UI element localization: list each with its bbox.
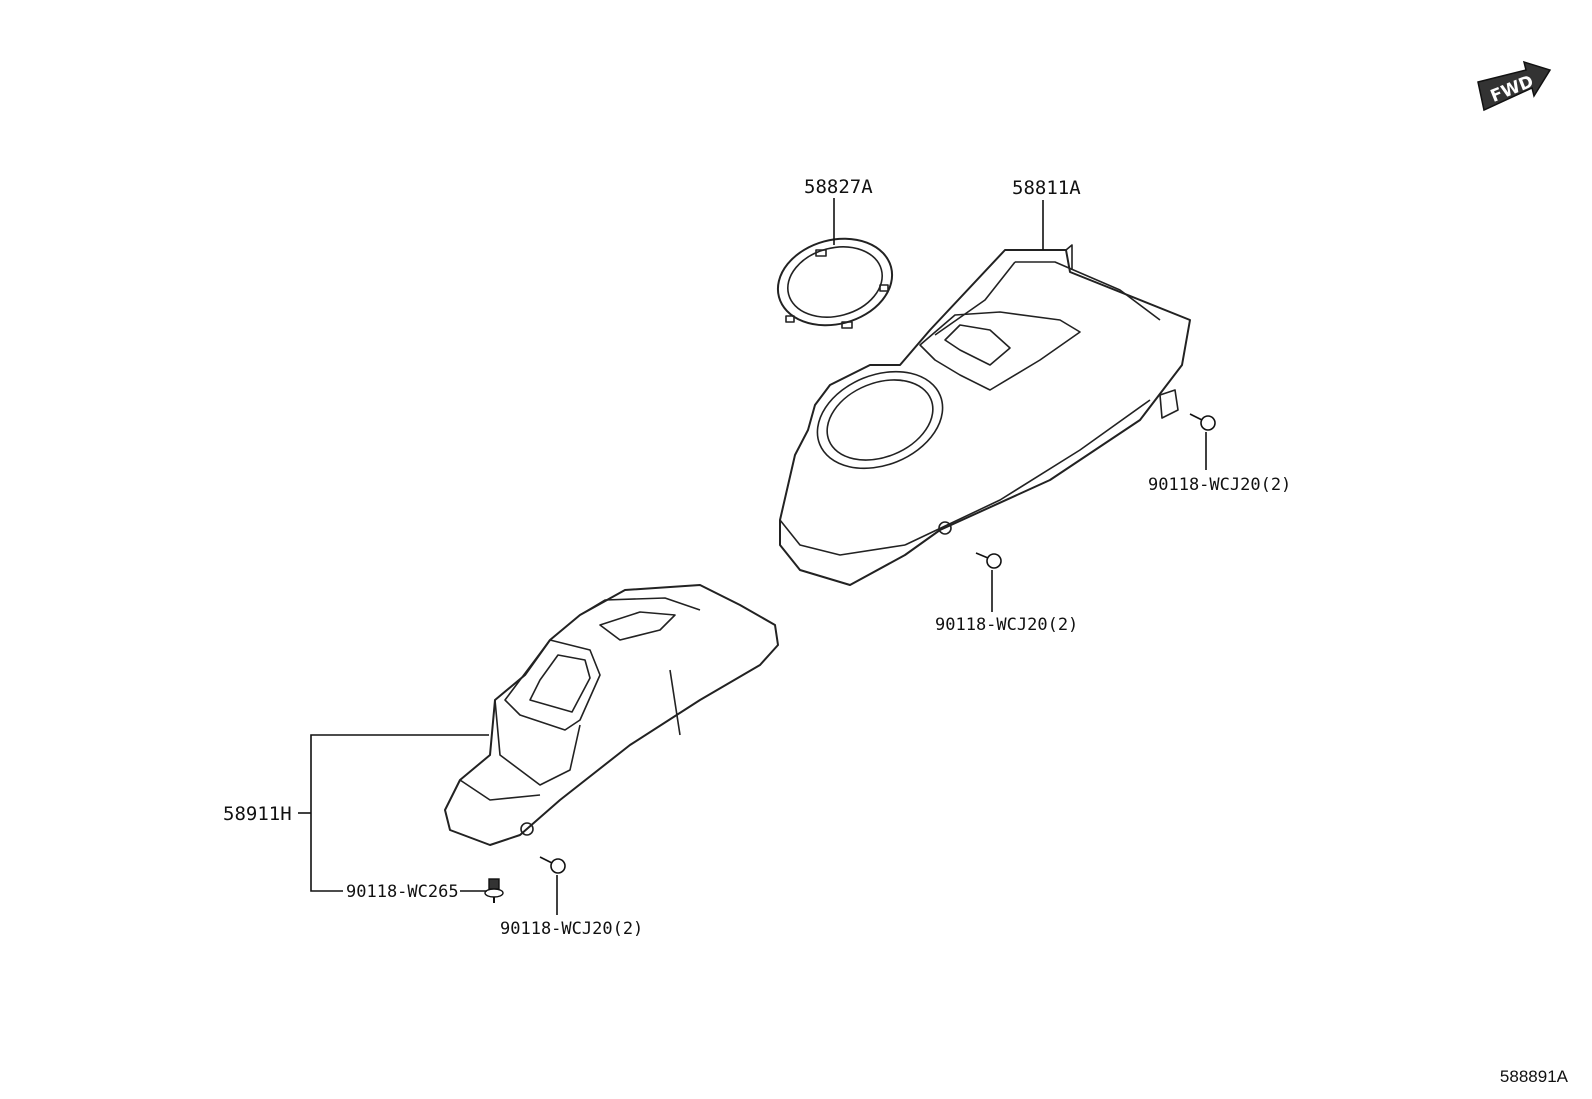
label-screw-right: 90118-WCJ20(2) (1148, 475, 1291, 495)
fwd-arrow-icon: FWD (1477, 60, 1552, 112)
screw-lower-icon (539, 856, 566, 874)
console-58811A (779, 244, 1191, 586)
label-58827A: 58827A (804, 176, 873, 198)
screw-center-icon (975, 552, 1002, 569)
console-58911H (444, 584, 779, 846)
ring-58827A (776, 237, 894, 329)
label-58811A: 58811A (1012, 177, 1081, 199)
screw-right-icon (1189, 413, 1216, 431)
label-58911H: 58911H (223, 803, 292, 825)
clip-lower-icon (484, 878, 504, 903)
label-screw-lower: 90118-WCJ20(2) (500, 919, 643, 939)
diagram-code: 588891A (1499, 1067, 1568, 1086)
label-screw-center: 90118-WCJ20(2) (935, 615, 1078, 635)
label-clip-lower: 90118-WC265 (346, 882, 459, 902)
